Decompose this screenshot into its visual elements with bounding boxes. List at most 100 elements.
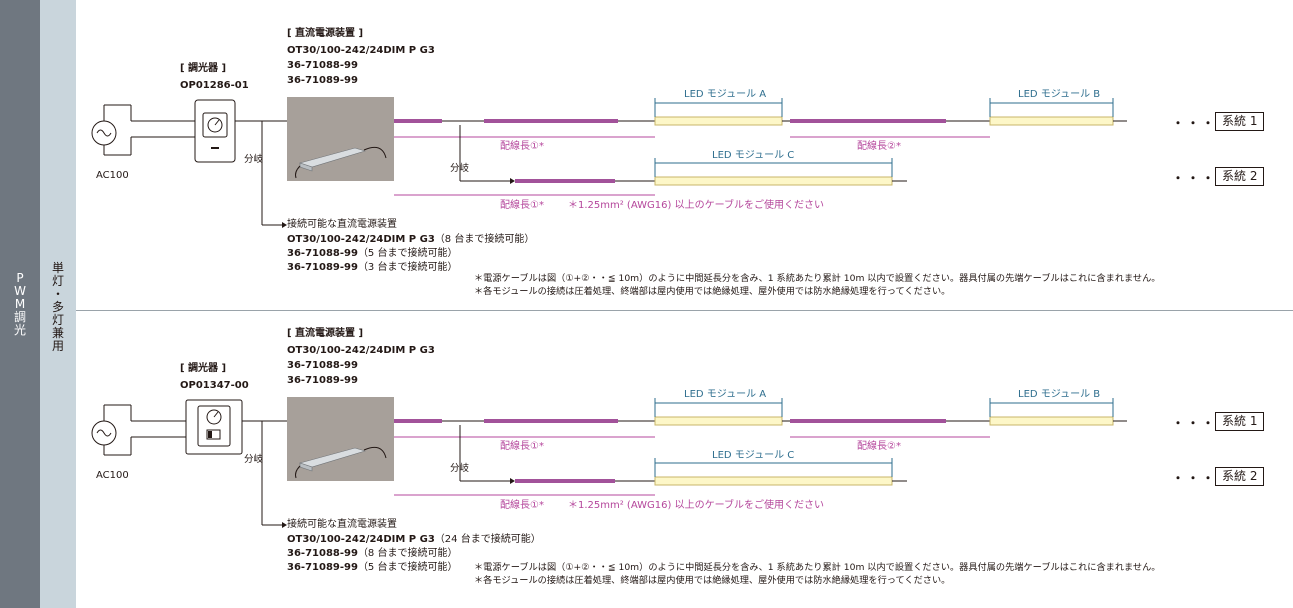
dimmer-model: OP01347-00 <box>180 380 249 391</box>
main-cable-3 <box>790 419 946 423</box>
wiring-diagram-svg <box>91 397 1127 528</box>
module-a-label: LED モジュール A <box>684 89 767 100</box>
length-1-label: 配線長①* <box>500 141 544 152</box>
module-c-label: LED モジュール C <box>712 450 795 461</box>
note-line: ＊電源ケーブルは図（①+②・・≦ 10m）のように中間延長分を含み、1 系統あた… <box>474 562 1161 573</box>
mode-label: 単灯・多灯兼用 <box>51 261 64 353</box>
dimmer-title: [ 調光器 ] <box>180 363 227 374</box>
ac-label: AC100 <box>96 170 129 181</box>
power-supply-box <box>287 397 394 481</box>
connect-model: 36-71088-99 <box>287 548 358 559</box>
sine-wave-icon <box>96 429 112 437</box>
module-b-label: LED モジュール B <box>1018 89 1101 100</box>
dots-2: ・・・・ <box>1172 171 1233 185</box>
connect-note: （8 台まで接続可能） <box>434 234 535 245</box>
wiring-section-2: [ 調光器 ] OP01347-00 [ 直流電源装置 ] OT30/100-242/… <box>0 311 1293 608</box>
sub-branch-label: 分岐 <box>450 463 470 474</box>
connect-line: 36-71088-99（5 台まで接続可能） <box>287 248 457 260</box>
module-c-label: LED モジュール C <box>712 150 795 161</box>
connect-model: OT30/100-242/24DIM P G3 <box>287 234 435 245</box>
power-model: 36-71088-99 <box>287 60 358 71</box>
cable-note: ＊1.25mm² (AWG16) 以上のケーブルをご使用ください <box>568 500 824 511</box>
dimmer-switch <box>206 429 221 440</box>
length-3-label: 配線長①* <box>500 200 544 211</box>
power-model: OT30/100-242/24DIM P G3 <box>287 45 435 56</box>
wiring-section-1: [ 調光器 ]OP01286-01[ 直流電源装置 ]OT30/100-242/… <box>91 28 1265 297</box>
led-module-a-strip <box>654 116 783 126</box>
main-cable-2 <box>484 119 618 123</box>
connect-title: 接続可能な直流電源装置 <box>287 219 397 230</box>
power-supply-box <box>287 97 394 181</box>
cable-note: ＊1.25mm² (AWG16) 以上のケーブルをご使用ください <box>568 200 824 211</box>
connect-note: （24 台まで接続可能） <box>434 534 541 545</box>
connect-model: 36-71089-99 <box>287 562 358 573</box>
note-line: ＊電源ケーブルは図（①+②・・≦ 10m）のように中間延長分を含み、1 系統あた… <box>474 273 1161 284</box>
length-3-label: 配線長①* <box>500 500 544 511</box>
connect-line: OT30/100-242/24DIM P G3（24 台まで接続可能） <box>287 534 541 546</box>
power-unit-side <box>299 462 313 472</box>
main-cable-2 <box>484 419 618 423</box>
length-2-label: 配線長②* <box>857 141 901 152</box>
led-module-b-strip <box>989 416 1114 426</box>
dimmer-title: [ 調光器 ] <box>180 63 227 74</box>
section-divider <box>76 310 1293 311</box>
sub-branch-arrow-icon <box>510 178 515 184</box>
length-1-label: 配線長①* <box>500 441 544 452</box>
module-a-label: LED モジュール A <box>684 389 767 400</box>
power-unit-side <box>299 162 313 172</box>
power-title: [ 直流電源装置 ] <box>287 328 364 339</box>
branch-label: 分岐 <box>244 154 264 165</box>
branch-label: 分岐 <box>244 454 264 465</box>
power-model: 36-71089-99 <box>287 75 358 86</box>
system-2-box: 系統 2 <box>1215 167 1265 186</box>
power-unit-cable-2 <box>295 165 301 179</box>
dimmer-switch-fill <box>208 431 212 438</box>
power-unit-cable <box>363 446 387 459</box>
wiring-diagram-svg <box>91 97 1127 228</box>
connect-model: 36-71089-99 <box>287 262 358 273</box>
connect-title: 接続可能な直流電源装置 <box>287 519 397 530</box>
length-2-label: 配線長②* <box>857 441 901 452</box>
led-module-c-strip <box>654 476 893 486</box>
dimmer-switch <box>211 147 219 149</box>
connect-note: （5 台まで接続可能） <box>357 248 458 259</box>
system-1-box: 系統 1 <box>1215 412 1265 431</box>
dimmer-plate <box>197 405 231 447</box>
power-unit-cable <box>363 146 387 159</box>
main-cable-1 <box>394 419 442 423</box>
dots-2: ・・・・ <box>1172 471 1233 485</box>
power-model: 36-71088-99 <box>287 360 358 371</box>
led-module-a-strip <box>654 416 783 426</box>
branch-arrow-icon <box>282 222 287 228</box>
power-unit-cable-2 <box>295 465 301 479</box>
dimmer-dial-needle <box>214 119 220 126</box>
dimmer-dial-needle <box>213 411 219 418</box>
main-cable-1 <box>394 119 442 123</box>
dots-1: ・・・・ <box>1172 116 1233 130</box>
sine-wave-icon <box>96 129 112 137</box>
sub-cable <box>515 479 615 483</box>
system-1-box: 系統 1 <box>1215 112 1265 131</box>
system-2-box: 系統 2 <box>1215 467 1265 486</box>
ac-label: AC100 <box>96 470 129 481</box>
connect-note: （5 台まで接続可能） <box>357 562 458 573</box>
sub-cable <box>515 179 615 183</box>
connect-model: OT30/100-242/24DIM P G3 <box>287 534 435 545</box>
power-title: [ 直流電源装置 ] <box>287 28 364 39</box>
note-line: ＊各モジュールの接続は圧着処理、終端部は屋内使用では絶縁処理、屋外使用では防水絶… <box>474 575 951 586</box>
branch-arrow-icon <box>282 522 287 528</box>
sub-branch-arrow-icon <box>510 478 515 484</box>
note-line: ＊各モジュールの接続は圧着処理、終端部は屋内使用では絶縁処理、屋外使用では防水絶… <box>474 286 951 297</box>
dots-1: ・・・・ <box>1172 416 1233 430</box>
led-module-c-strip <box>654 176 893 186</box>
connect-line: 36-71088-99（8 台まで接続可能） <box>287 548 457 560</box>
power-model: 36-71089-99 <box>287 375 358 386</box>
side-bar-mode: 単灯・多灯兼用 <box>40 0 76 608</box>
main-cable-3 <box>790 119 946 123</box>
power-model: OT30/100-242/24DIM P G3 <box>287 345 435 356</box>
connect-line: OT30/100-242/24DIM P G3（8 台まで接続可能） <box>287 234 534 246</box>
sub-branch-label: 分岐 <box>450 163 470 174</box>
module-b-label: LED モジュール B <box>1018 389 1101 400</box>
